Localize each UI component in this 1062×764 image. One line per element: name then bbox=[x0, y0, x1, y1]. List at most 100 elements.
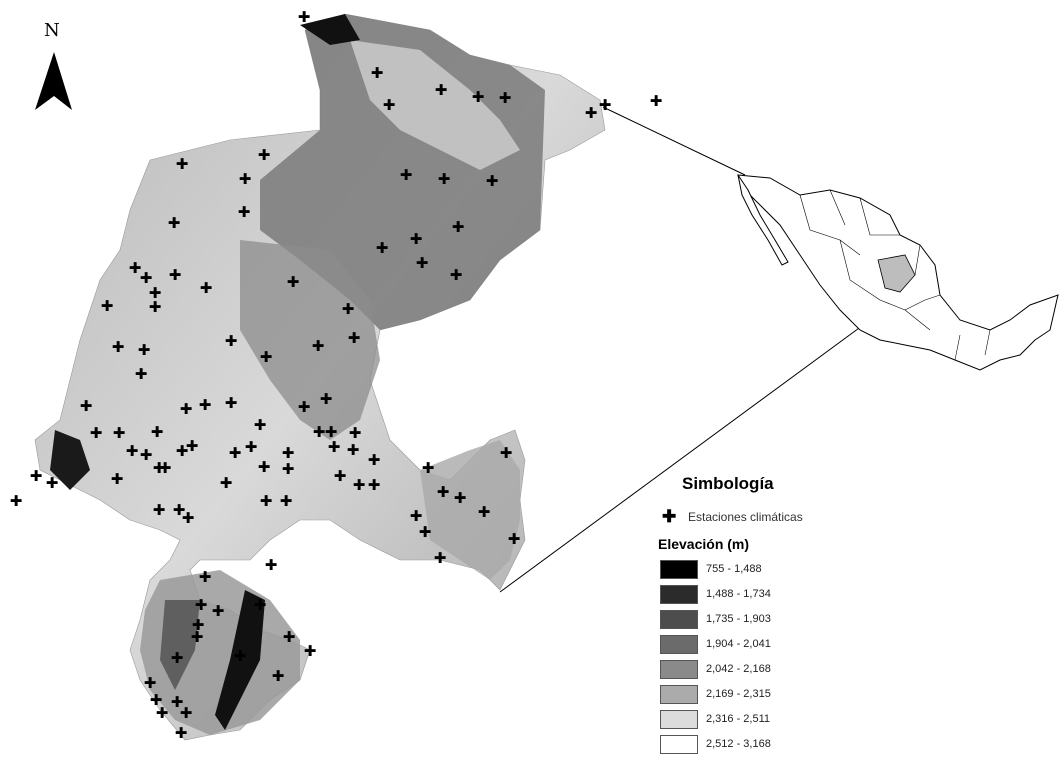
svg-text:✚: ✚ bbox=[383, 96, 396, 114]
svg-text:✚: ✚ bbox=[112, 338, 125, 356]
svg-text:✚: ✚ bbox=[175, 724, 188, 742]
svg-text:✚: ✚ bbox=[500, 444, 513, 462]
svg-text:✚: ✚ bbox=[304, 642, 317, 660]
legend-swatch bbox=[660, 685, 698, 704]
svg-text:✚: ✚ bbox=[282, 444, 295, 462]
svg-text:✚: ✚ bbox=[368, 451, 381, 469]
north-highland-zone bbox=[260, 14, 545, 330]
svg-text:✚: ✚ bbox=[416, 254, 429, 272]
svg-text:✚: ✚ bbox=[239, 170, 252, 188]
svg-text:✚: ✚ bbox=[200, 279, 213, 297]
svg-text:✚: ✚ bbox=[191, 628, 204, 646]
svg-text:✚: ✚ bbox=[452, 218, 465, 236]
svg-text:✚: ✚ bbox=[149, 284, 162, 302]
southern-canyon bbox=[215, 590, 265, 730]
zacatecas-highlight bbox=[877, 254, 916, 293]
legend-class-label: 755 - 1,488 bbox=[706, 563, 762, 575]
svg-text:✚: ✚ bbox=[138, 341, 151, 359]
legend-swatch bbox=[660, 585, 698, 604]
svg-text:✚: ✚ bbox=[499, 89, 512, 107]
legend-swatch bbox=[660, 735, 698, 754]
svg-text:✚: ✚ bbox=[149, 298, 162, 316]
svg-text:✚: ✚ bbox=[287, 273, 300, 291]
svg-text:✚: ✚ bbox=[129, 259, 142, 277]
svg-text:✚: ✚ bbox=[450, 266, 463, 284]
svg-text:✚: ✚ bbox=[254, 416, 267, 434]
legend-class-label: 2,512 - 3,168 bbox=[706, 738, 771, 750]
svg-text:✚: ✚ bbox=[371, 64, 384, 82]
svg-text:✚: ✚ bbox=[260, 348, 273, 366]
svg-text:✚: ✚ bbox=[282, 460, 295, 478]
legend-class-label: 1,735 - 1,903 bbox=[706, 613, 771, 625]
svg-text:✚: ✚ bbox=[348, 329, 361, 347]
svg-text:✚: ✚ bbox=[220, 474, 233, 492]
svg-text:✚: ✚ bbox=[325, 423, 338, 441]
svg-text:✚: ✚ bbox=[90, 424, 103, 442]
svg-text:✚: ✚ bbox=[434, 549, 447, 567]
svg-text:✚: ✚ bbox=[229, 444, 242, 462]
svg-text:✚: ✚ bbox=[10, 492, 23, 510]
station-cross-icon: ✚ bbox=[662, 507, 677, 526]
svg-text:✚: ✚ bbox=[272, 667, 285, 685]
svg-text:✚: ✚ bbox=[212, 602, 225, 620]
svg-text:✚: ✚ bbox=[599, 96, 612, 114]
svg-text:✚: ✚ bbox=[151, 423, 164, 441]
southwest-canyon bbox=[50, 430, 90, 490]
svg-text:✚: ✚ bbox=[435, 81, 448, 99]
legend-class: 2,169 - 2,315 bbox=[660, 685, 860, 705]
svg-text:✚: ✚ bbox=[135, 365, 148, 383]
svg-text:✚: ✚ bbox=[342, 300, 355, 318]
svg-text:✚: ✚ bbox=[650, 92, 663, 110]
svg-text:✚: ✚ bbox=[186, 437, 199, 455]
svg-text:✚: ✚ bbox=[298, 8, 311, 26]
svg-text:✚: ✚ bbox=[298, 398, 311, 416]
svg-text:✚: ✚ bbox=[180, 704, 193, 722]
svg-text:✚: ✚ bbox=[312, 337, 325, 355]
svg-text:✚: ✚ bbox=[150, 691, 163, 709]
svg-text:✚: ✚ bbox=[171, 693, 184, 711]
svg-text:✚: ✚ bbox=[234, 647, 247, 665]
central-plateau bbox=[240, 240, 380, 440]
svg-text:✚: ✚ bbox=[199, 568, 212, 586]
svg-text:✚: ✚ bbox=[260, 492, 273, 510]
legend-class: 2,512 - 3,168 bbox=[660, 735, 860, 755]
svg-text:✚: ✚ bbox=[80, 397, 93, 415]
svg-text:✚: ✚ bbox=[126, 442, 139, 460]
inset-connector-top bbox=[602, 106, 746, 176]
svg-text:✚: ✚ bbox=[347, 441, 360, 459]
north-label: N bbox=[44, 20, 60, 41]
legend-class-label: 2,169 - 2,315 bbox=[706, 688, 771, 700]
svg-text:✚: ✚ bbox=[140, 446, 153, 464]
svg-text:✚: ✚ bbox=[353, 476, 366, 494]
svg-text:✚: ✚ bbox=[410, 507, 423, 525]
svg-text:✚: ✚ bbox=[258, 458, 271, 476]
legend-elevation-title: Elevación (m) bbox=[658, 536, 750, 552]
inset-connector-bottom bbox=[499, 319, 871, 593]
north-arrow-icon bbox=[35, 52, 72, 110]
legend-class: 2,316 - 2,511 bbox=[660, 710, 860, 730]
svg-text:✚: ✚ bbox=[280, 492, 293, 510]
legend-stations-label: Estaciones climáticas bbox=[688, 510, 803, 524]
svg-text:✚: ✚ bbox=[258, 146, 271, 164]
legend-swatch bbox=[660, 660, 698, 679]
svg-text:✚: ✚ bbox=[437, 483, 450, 501]
svg-text:✚: ✚ bbox=[153, 459, 166, 477]
legend-swatch bbox=[660, 710, 698, 729]
svg-text:✚: ✚ bbox=[156, 704, 169, 722]
svg-text:✚: ✚ bbox=[410, 230, 423, 248]
north-mountains bbox=[350, 40, 520, 170]
legend-class: 755 - 1,488 bbox=[660, 560, 860, 580]
svg-text:✚: ✚ bbox=[368, 476, 381, 494]
svg-text:✚: ✚ bbox=[508, 530, 521, 548]
legend-class: 1,488 - 1,734 bbox=[660, 585, 860, 605]
eastern-lobe bbox=[420, 440, 520, 580]
svg-text:✚: ✚ bbox=[419, 523, 432, 541]
svg-text:✚: ✚ bbox=[225, 332, 238, 350]
svg-text:✚: ✚ bbox=[585, 104, 598, 122]
legend-title: Simbología bbox=[682, 474, 774, 493]
svg-text:✚: ✚ bbox=[376, 239, 389, 257]
legend-swatch bbox=[660, 635, 698, 654]
svg-text:✚: ✚ bbox=[113, 424, 126, 442]
legend-class-label: 1,488 - 1,734 bbox=[706, 588, 771, 600]
